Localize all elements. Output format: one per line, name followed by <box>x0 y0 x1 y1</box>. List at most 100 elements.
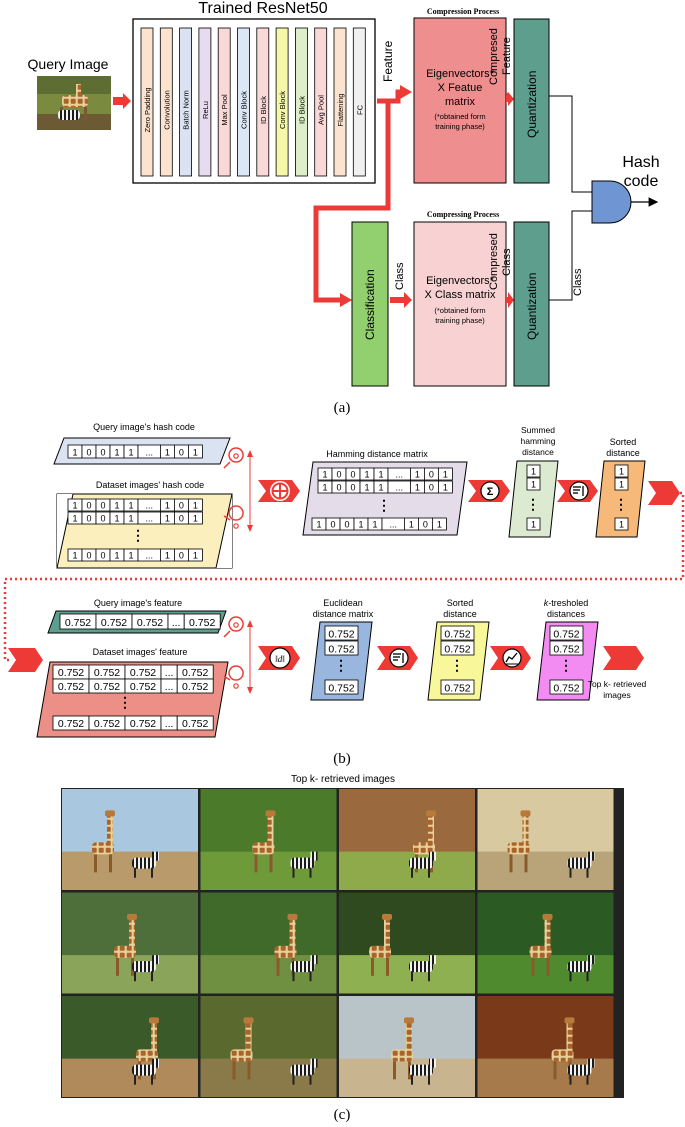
bit-value: ... <box>145 514 153 524</box>
cell-value: 0.752 <box>553 629 579 641</box>
svg-text:Eigenvectors*: Eigenvectors* <box>426 275 495 287</box>
layer-9 <box>314 27 328 177</box>
bit-value: 1 <box>378 483 383 493</box>
bit-value: 1 <box>193 551 198 561</box>
value-cell <box>614 517 629 531</box>
bit-value: 0 <box>350 483 355 493</box>
value-cell <box>440 640 475 656</box>
bit-value: 0 <box>86 551 91 561</box>
cell-value: 0.752 <box>444 629 470 641</box>
value-cell <box>440 625 475 641</box>
layer-7 <box>275 27 289 177</box>
bit-value: 0 <box>100 551 105 561</box>
feature-value: 0.752 <box>182 718 208 730</box>
svg-text:(*obtained form: (*obtained form <box>434 112 485 121</box>
bit-cell <box>437 480 453 494</box>
bit-value: 1 <box>193 514 198 524</box>
layer-4 <box>217 27 231 177</box>
bit-value: 1 <box>114 448 119 458</box>
layer-11 <box>352 27 366 177</box>
layer-label: Conv Block <box>240 91 249 129</box>
feature-label: Feature <box>381 40 395 82</box>
cell-value: 0.752 <box>553 644 579 656</box>
compressed-feature-label: CompresedFeature <box>488 28 513 85</box>
bit-value: 0 <box>350 470 355 480</box>
bit-value: 1 <box>72 551 77 561</box>
bit-value: 1 <box>165 514 170 524</box>
bit-value: 1 <box>72 501 77 511</box>
svg-text:Classification: Classification <box>363 269 377 340</box>
feature-value: ... <box>172 617 181 629</box>
bit-value: 1 <box>372 520 377 530</box>
chevron-arrow-3 <box>603 646 644 670</box>
feature-value: ... <box>165 667 174 679</box>
classification-box <box>351 221 389 387</box>
bit-value: 0 <box>336 470 341 480</box>
value-cell <box>526 517 541 531</box>
cell-value: 1 <box>531 467 536 477</box>
bit-value: 1 <box>358 520 363 530</box>
feature-value: ... <box>165 718 174 730</box>
bit-cell <box>187 548 203 562</box>
bit-value: 1 <box>128 448 133 458</box>
retrieved-image-6[interactable] <box>200 892 337 994</box>
bit-value: 1 <box>114 514 119 524</box>
row-ellipsis: ⋮ <box>334 657 348 673</box>
row-ellipsis: ⋮ <box>526 496 540 512</box>
bit-value: 0 <box>429 470 434 480</box>
feature-value: 0.752 <box>130 667 156 679</box>
bit-value: 1 <box>128 514 133 524</box>
summed-box <box>508 460 559 538</box>
cell-value: 0.752 <box>553 683 579 695</box>
layer-label: FC <box>355 104 364 115</box>
bit-value: 0 <box>179 501 184 511</box>
retrieved-image-1[interactable] <box>62 789 198 890</box>
retrieved-image-7[interactable] <box>339 892 475 994</box>
svg-text:Quantization: Quantization <box>525 273 539 340</box>
bit-value: 1 <box>128 501 133 511</box>
retrieved-image-2[interactable] <box>200 789 337 890</box>
bit-cell <box>437 467 453 481</box>
bit-value: 1 <box>165 448 170 458</box>
xor-operator-icon <box>258 480 300 502</box>
bit-value: 0 <box>336 483 341 493</box>
quantization-box-2 <box>513 221 550 387</box>
retrieved-image-4[interactable] <box>477 789 614 890</box>
bit-value: ... <box>145 501 153 511</box>
bit-value: 1 <box>114 551 119 561</box>
feature-value: 0.752 <box>58 718 84 730</box>
bit-value: 1 <box>437 520 442 530</box>
retrieved-image-12[interactable] <box>477 996 614 1097</box>
svg-text:‖d‖: ‖d‖ <box>275 654 285 664</box>
bit-value: ... <box>145 551 153 561</box>
bit-value: 0 <box>86 448 91 458</box>
feature-value: 0.752 <box>182 681 208 693</box>
bit-value: 1 <box>128 551 133 561</box>
sort-icon-1 <box>557 480 598 502</box>
layer-2 <box>179 27 193 177</box>
hash-pair-pins <box>223 447 253 532</box>
retrieved-image-10[interactable] <box>200 996 337 1097</box>
value-cell <box>526 477 541 491</box>
row-ellipsis: ⋮ <box>450 657 464 673</box>
cell-value: 0.752 <box>328 683 354 695</box>
retrieved-image-9[interactable] <box>62 996 198 1097</box>
panel-c: Top k- retrieved images (c) <box>61 774 624 1123</box>
bit-value: 0 <box>86 514 91 524</box>
feature-value: 0.752 <box>94 718 120 730</box>
caption-c: (c) <box>334 1107 351 1123</box>
svg-text:X Class matrix: X Class matrix <box>425 289 496 301</box>
retrieved-image-3[interactable] <box>339 789 475 890</box>
value-cell <box>526 464 541 478</box>
bit-value: 0 <box>344 520 349 530</box>
retrieved-image-5[interactable] <box>62 892 198 994</box>
retrieved-image-8[interactable] <box>477 892 614 994</box>
feature-value: 0.752 <box>58 667 84 679</box>
svg-text:Σ: Σ <box>487 486 494 498</box>
caption-a: (a) <box>334 400 351 416</box>
feature-pair-pins <box>223 616 253 694</box>
retrieved-image-11[interactable] <box>339 996 475 1097</box>
